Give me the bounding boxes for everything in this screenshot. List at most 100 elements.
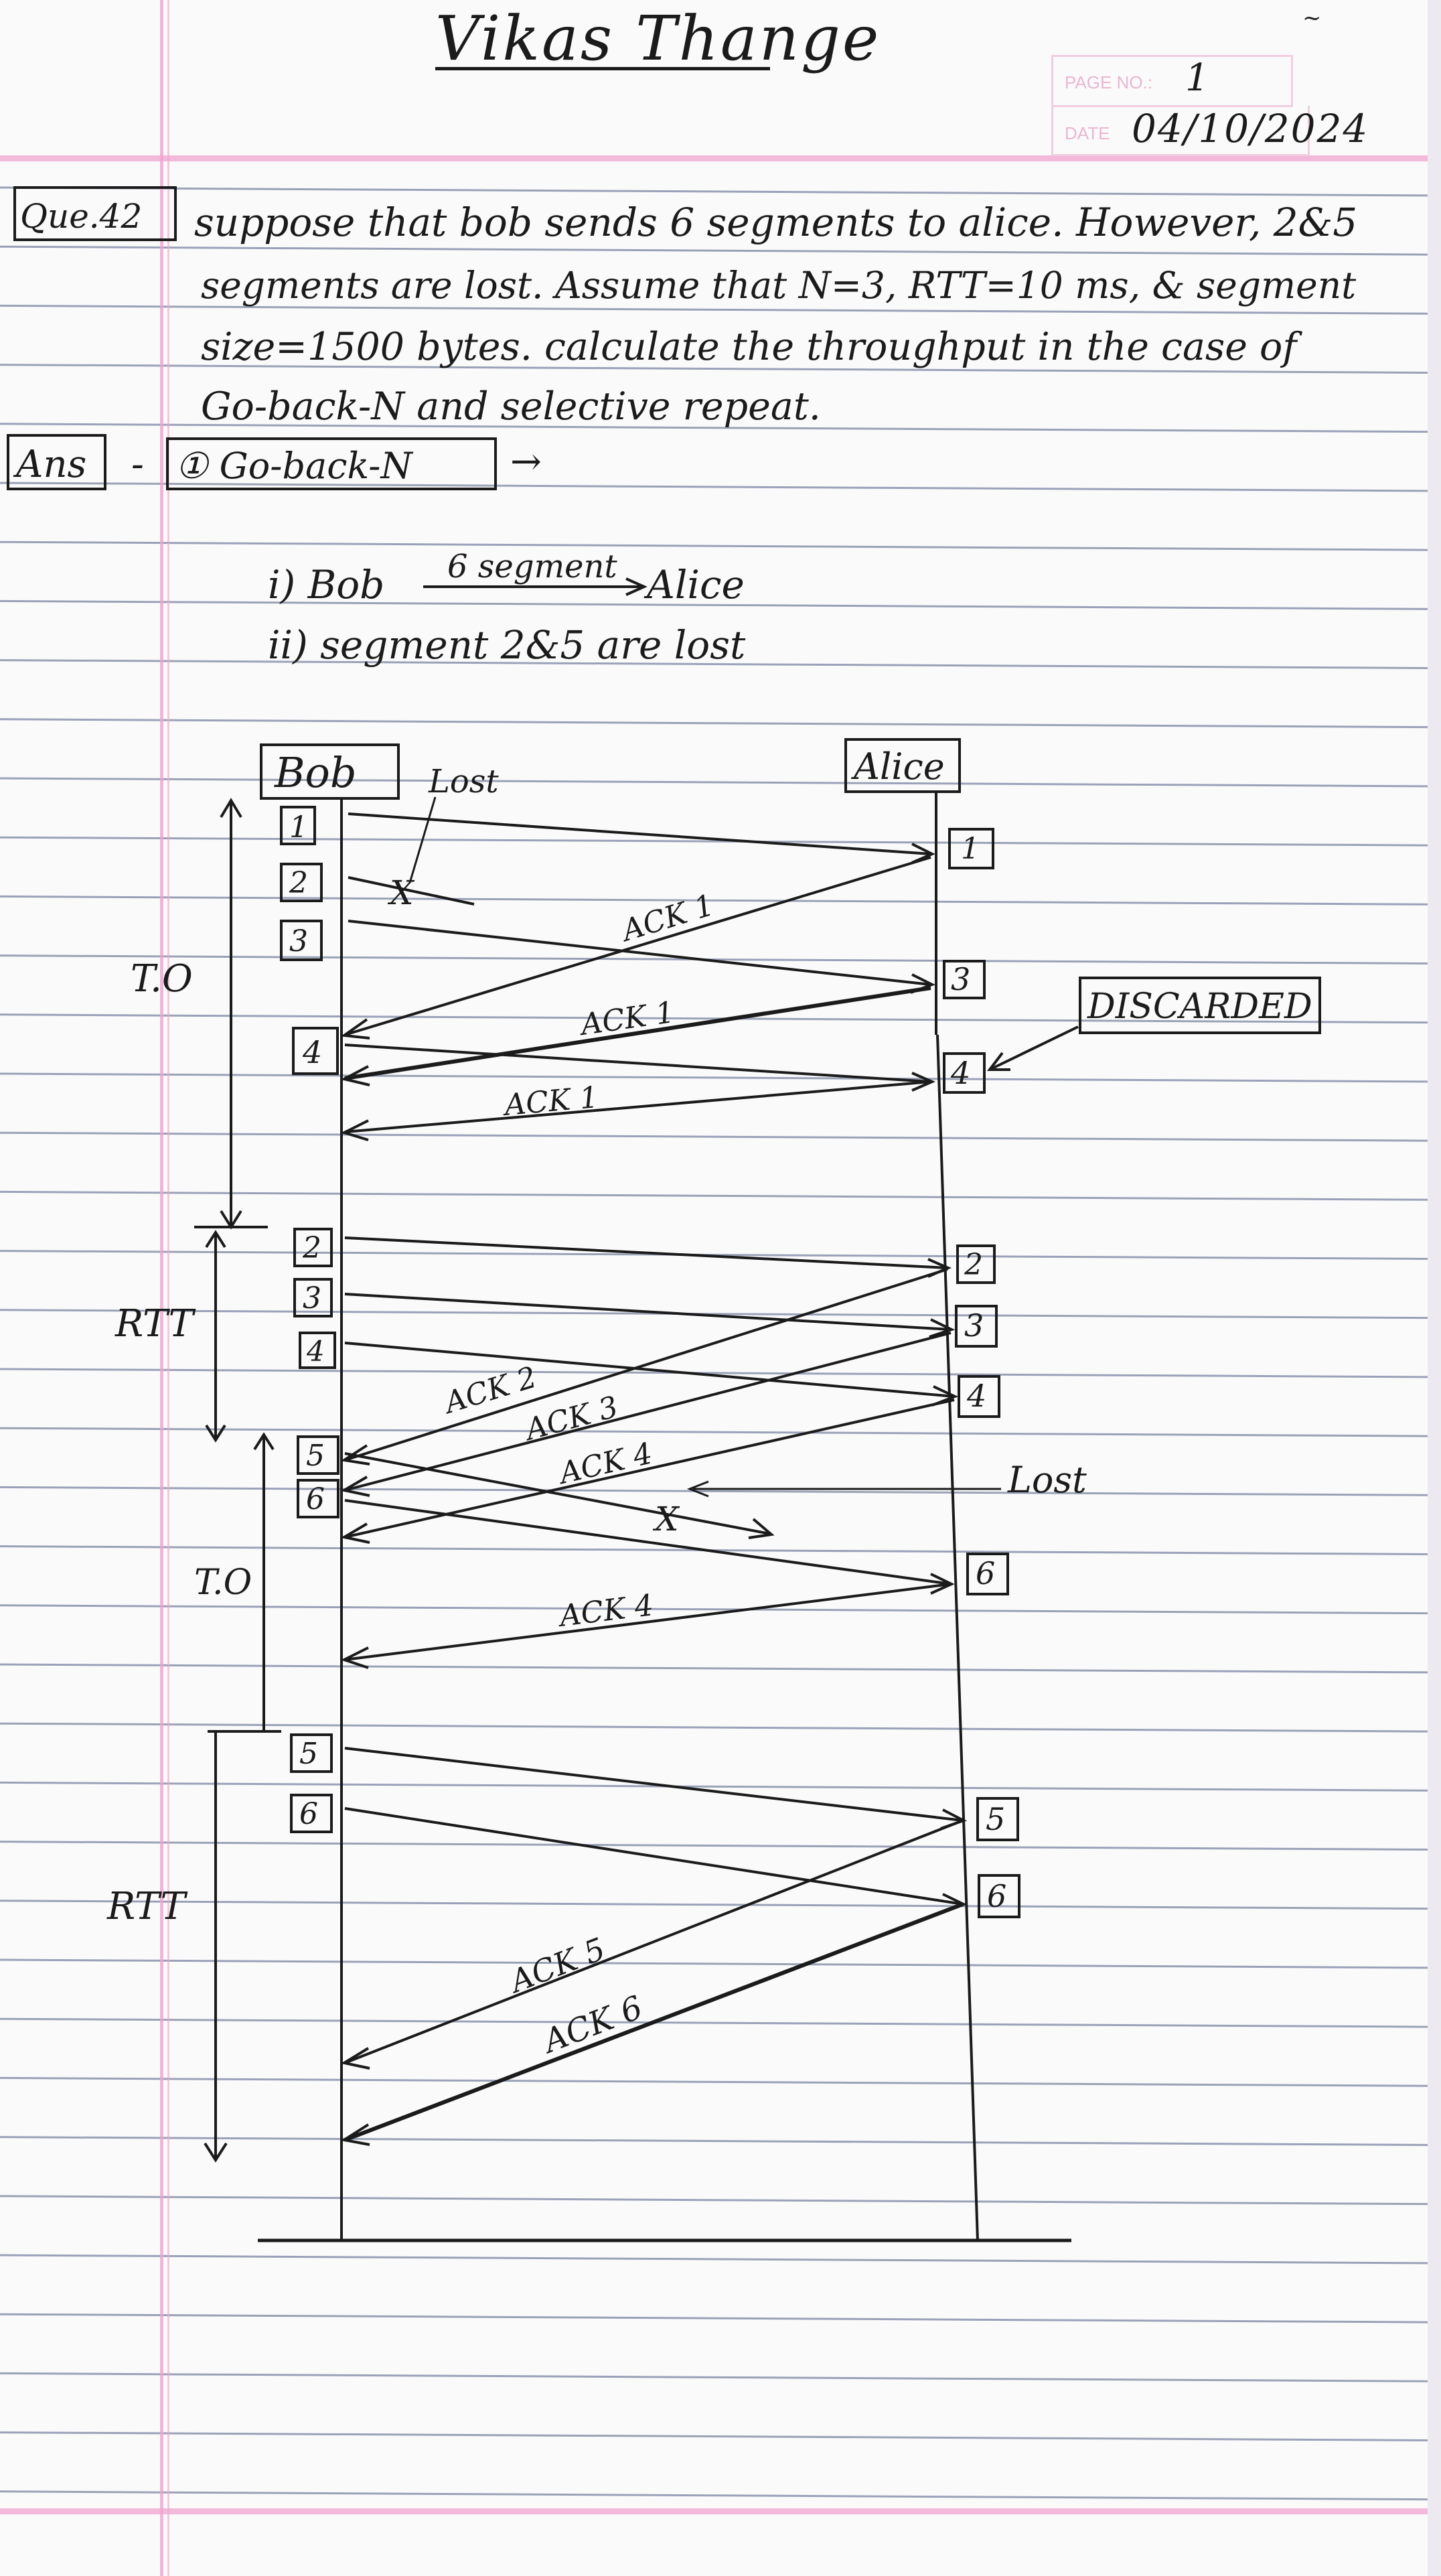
ack-label: ACK 5 [503, 1930, 610, 2000]
segment-arrow [344, 1044, 931, 1083]
bob-seg-box [293, 1278, 333, 1317]
ruling-line [0, 954, 1441, 965]
page-number-box [1051, 55, 1293, 107]
ruling-line [0, 541, 1441, 551]
ruling-line [0, 2313, 1441, 2323]
ruling-line [0, 836, 1441, 847]
point-1-arrowhead [625, 577, 648, 596]
ruling-line [0, 2076, 1441, 2087]
ruling-line [0, 1250, 1441, 1261]
ruling-line [0, 599, 1441, 610]
question-line-4: Go-back-N and selective repeat. [201, 384, 821, 429]
lost-segment-arrow [348, 876, 475, 906]
discarded-label-box [1079, 977, 1321, 1034]
alice-seg-box [976, 1797, 1019, 1841]
ruling-line [0, 718, 1441, 729]
segment-arrow [344, 1499, 952, 1585]
lost-label-2: Lost [1007, 1459, 1087, 1501]
ruling-line [0, 1958, 1441, 1969]
lost-segment-arrow [344, 1452, 771, 1535]
point-1-suffix: Alice [643, 562, 745, 607]
ruling-line [0, 186, 1441, 197]
point-1-arrow-label: 6 segment [447, 548, 617, 585]
bob-seg-box [280, 863, 323, 902]
alice-seg-label: 3 [951, 961, 970, 997]
segment-arrow [348, 920, 931, 986]
point-2: ii) segment 2&5 are lost [268, 622, 746, 668]
ack-label: ACK 1 [501, 1080, 600, 1123]
ack-label: ACK 4 [555, 1588, 655, 1634]
timeout-bracket-1-top [220, 798, 242, 818]
alice-seg-box [948, 828, 994, 869]
question-tag: Que.42 [20, 197, 142, 236]
segment-arrow [344, 1293, 952, 1331]
answer-arrow: → [510, 440, 542, 484]
ruling-line [0, 1309, 1441, 1319]
ack-arrow [344, 1332, 952, 1492]
question-tag-box [13, 186, 177, 241]
ruling-line [0, 1663, 1441, 1674]
discarded-pointer-head [986, 1052, 1010, 1071]
ack-label: ACK 2 [438, 1360, 540, 1421]
alice-seg-label: 4 [966, 1378, 986, 1414]
left-margin-line-2 [167, 0, 169, 2576]
ruling-line [0, 2431, 1441, 2442]
ack-arrow [344, 1819, 964, 2064]
bob-seg-box [290, 1733, 333, 1773]
ack-arrow [344, 986, 931, 1080]
bob-label-box [260, 743, 400, 800]
date: 04/10/2024 [1132, 106, 1369, 151]
answer-tag-box [7, 434, 106, 490]
alice-seg-label: 3 [964, 1307, 984, 1344]
answer-method-box [166, 437, 497, 490]
ack-arrow [344, 1080, 931, 1133]
bottom-margin-line [0, 2508, 1441, 2514]
segment-arrow [344, 1807, 964, 1906]
ruling-line [0, 423, 1441, 433]
segment-arrow [344, 1342, 955, 1398]
ack-arrow [344, 1583, 952, 1661]
alice-seg-label: 6 [976, 1555, 995, 1591]
alice-seg-box [943, 1052, 986, 1094]
page-number: 1 [1185, 56, 1209, 100]
ack-label: ACK 1 [615, 888, 718, 949]
alice-seg-box [956, 1244, 996, 1284]
bob-seg-label: 6 [299, 1797, 318, 1831]
ruling-line [0, 1900, 1441, 1910]
bob-seg-box [293, 1228, 333, 1267]
top-margin-line [0, 155, 1441, 161]
ruling-line [0, 1722, 1441, 1733]
segment-arrow [348, 812, 931, 855]
timeout-label-1: T.O [131, 957, 193, 1001]
right-edge-shadow [1428, 0, 1441, 2576]
ruling-line [0, 2017, 1441, 2028]
bob-seg-box [280, 920, 323, 961]
bob-seg-box [297, 1479, 339, 1518]
answer-tag: Ans [13, 443, 86, 486]
alice-seg-label: 6 [987, 1878, 1006, 1914]
ack-label: ACK 4 [554, 1436, 656, 1491]
rtt-bracket-2-bottom [204, 2142, 228, 2163]
timeout-bracket-2-top [253, 1432, 275, 1451]
bob-seg-label: 3 [289, 924, 308, 958]
ruling-line [0, 1841, 1441, 1851]
bob-seg-label: 2 [302, 1231, 321, 1265]
rtt-label-1: RTT [115, 1302, 196, 1346]
ruling-line [0, 482, 1441, 492]
ruling-line [0, 1486, 1441, 1496]
ruling-line [0, 1781, 1441, 1792]
bob-seg-label: 4 [302, 1034, 322, 1070]
alice-seg-box [943, 960, 986, 999]
author-name-underline [435, 67, 770, 70]
answer-dash: - [131, 443, 144, 486]
lost-label-1: Lost [428, 763, 499, 800]
alice-timeline-lower [936, 1034, 979, 2241]
alice-seg-box [978, 1874, 1020, 1918]
alice-label-box [844, 738, 961, 793]
ruling-line [0, 777, 1441, 788]
bob-label: Bob [274, 748, 357, 797]
alice-seg-label: 4 [950, 1055, 970, 1091]
discarded-label: DISCARDED [1087, 987, 1312, 1027]
rtt-bracket-1-bottom [205, 1424, 226, 1443]
